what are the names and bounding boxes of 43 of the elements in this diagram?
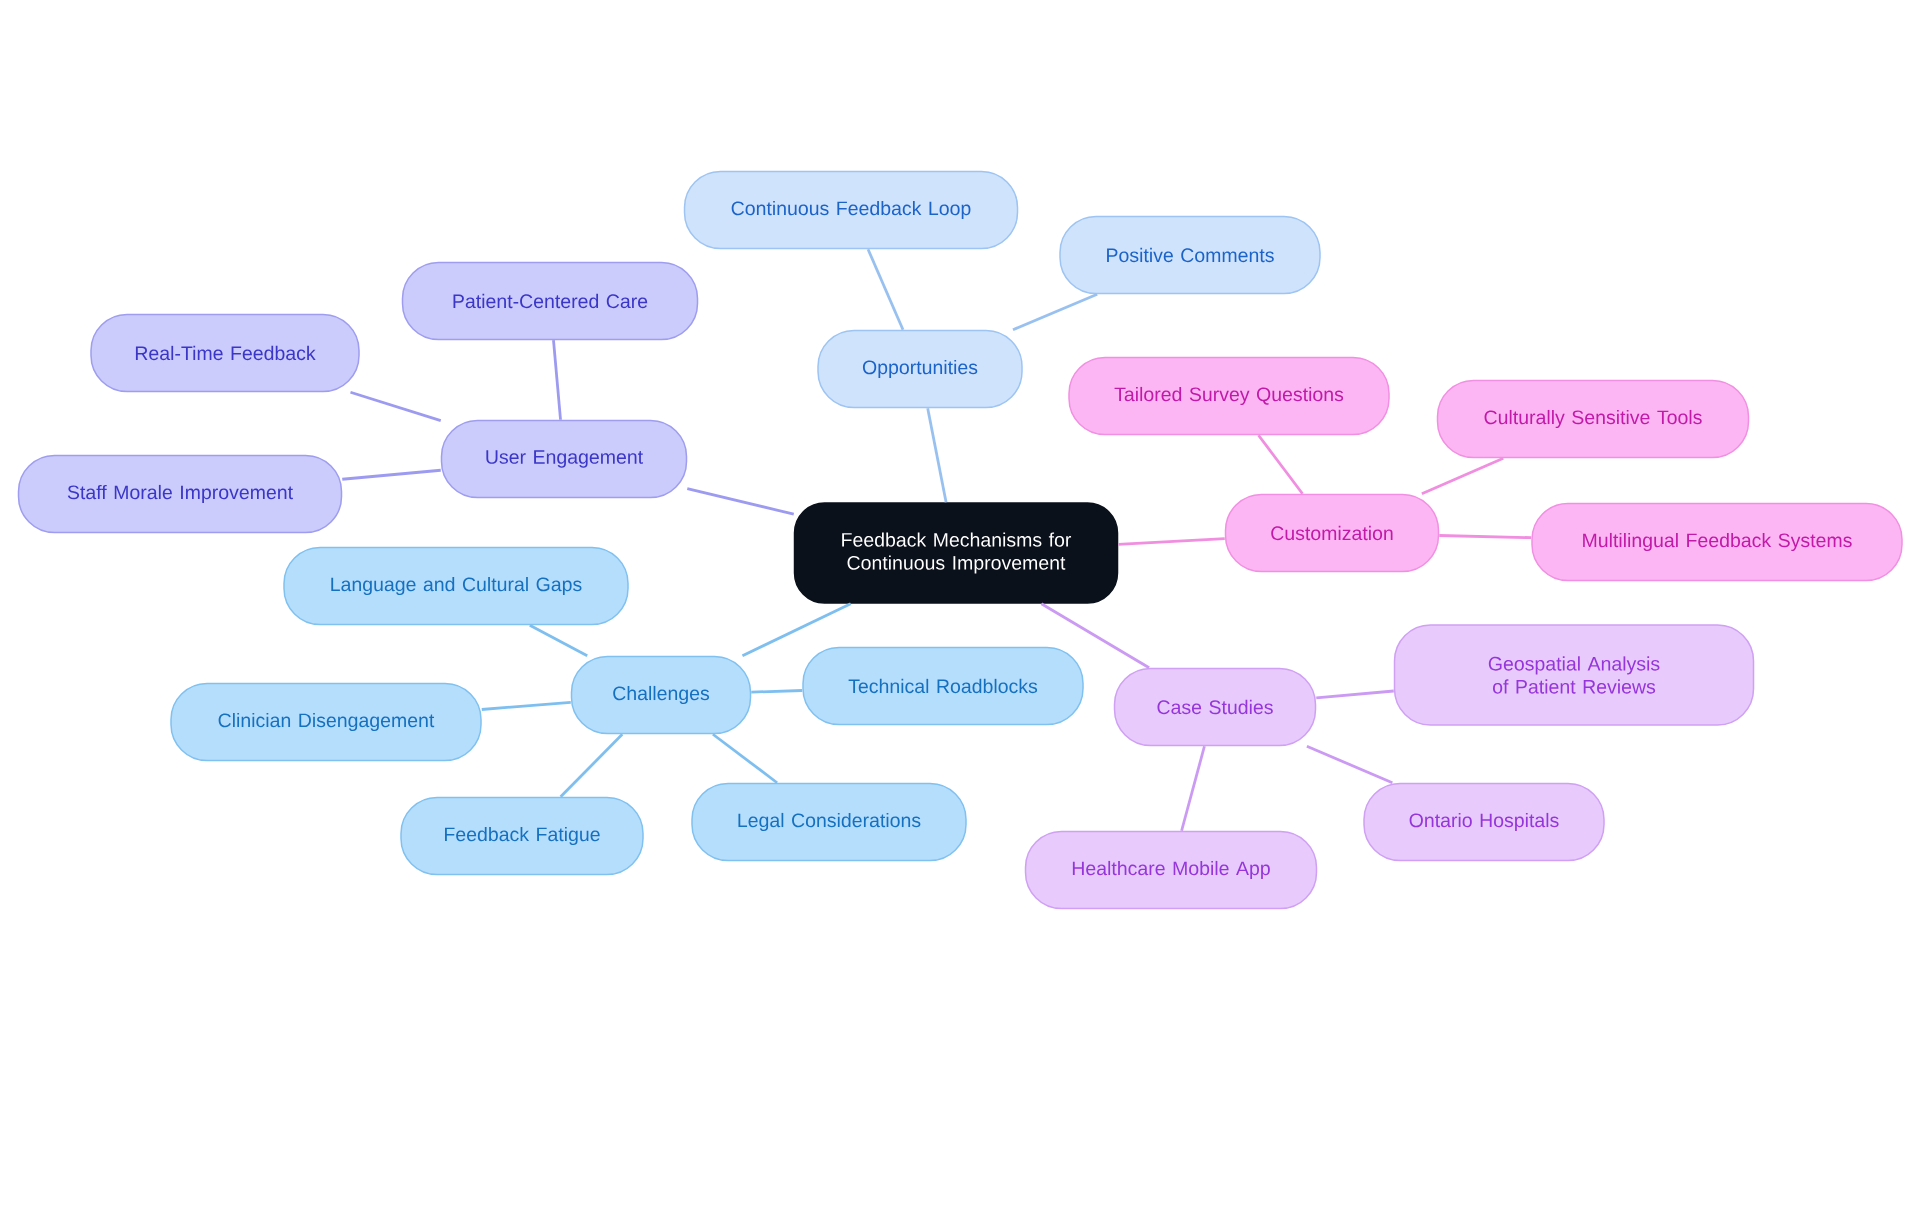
subtopic-box: Technical Roadblocks (802, 646, 1084, 726)
subtopic-box: Real-Time Feedback (90, 313, 360, 393)
connector-line (866, 248, 905, 331)
connector-line (926, 408, 948, 503)
connector-line (1306, 744, 1393, 785)
connector-line (529, 624, 588, 657)
subtopic-box: Culturally Sensitive Tools (1436, 379, 1750, 459)
connector-line (1012, 292, 1098, 332)
subtopic-box: Staff Morale Improvement (17, 454, 343, 534)
connector-line (1257, 434, 1304, 495)
subtopic-box: Tailored Survey Questions (1068, 356, 1390, 436)
subtopic-box: Clinician Disengagement (170, 682, 482, 762)
connector-line (552, 340, 562, 420)
connector-line (1040, 602, 1150, 669)
subtopic-box: Patient-Centered Care (401, 261, 699, 341)
subtopic-box: Ontario Hospitals (1363, 782, 1605, 862)
connector-line (751, 689, 803, 694)
connector-line (1421, 456, 1504, 496)
branch-topic-box: Customization (1224, 493, 1440, 573)
connector-line (686, 487, 795, 516)
connector-line (559, 733, 624, 798)
connector-line (1118, 537, 1225, 546)
connector-line (1439, 534, 1532, 540)
connector-line (741, 602, 852, 657)
connector-line (712, 733, 778, 784)
branch-topic-box: Opportunities (817, 329, 1023, 409)
subtopic-box: Healthcare Mobile App (1024, 830, 1318, 910)
subtopic-box: Feedback Fatigue (400, 796, 644, 876)
subtopic-box: Continuous Feedback Loop (683, 170, 1019, 250)
branch-topic-box: Challenges (570, 655, 752, 735)
subtopic-box: Multilingual Feedback Systems (1531, 502, 1903, 582)
subtopic-box: Geospatial Analysis of Patient Reviews (1393, 624, 1755, 726)
connector-line (1316, 689, 1394, 700)
connector-line (342, 468, 441, 481)
subtopic-box: Positive Comments (1059, 215, 1321, 295)
subtopic-box: Language and Cultural Gaps (283, 546, 629, 626)
connector-line (481, 700, 571, 711)
central-topic-box: Feedback Mechanisms for Continuous Improvement (793, 502, 1119, 604)
subtopic-box: Legal Considerations (691, 782, 967, 862)
branch-topic-box: User Engagement (440, 419, 688, 499)
branch-topic-box: Case Studies (1113, 667, 1317, 747)
connector-line (1180, 745, 1206, 832)
connector-line (350, 390, 442, 422)
